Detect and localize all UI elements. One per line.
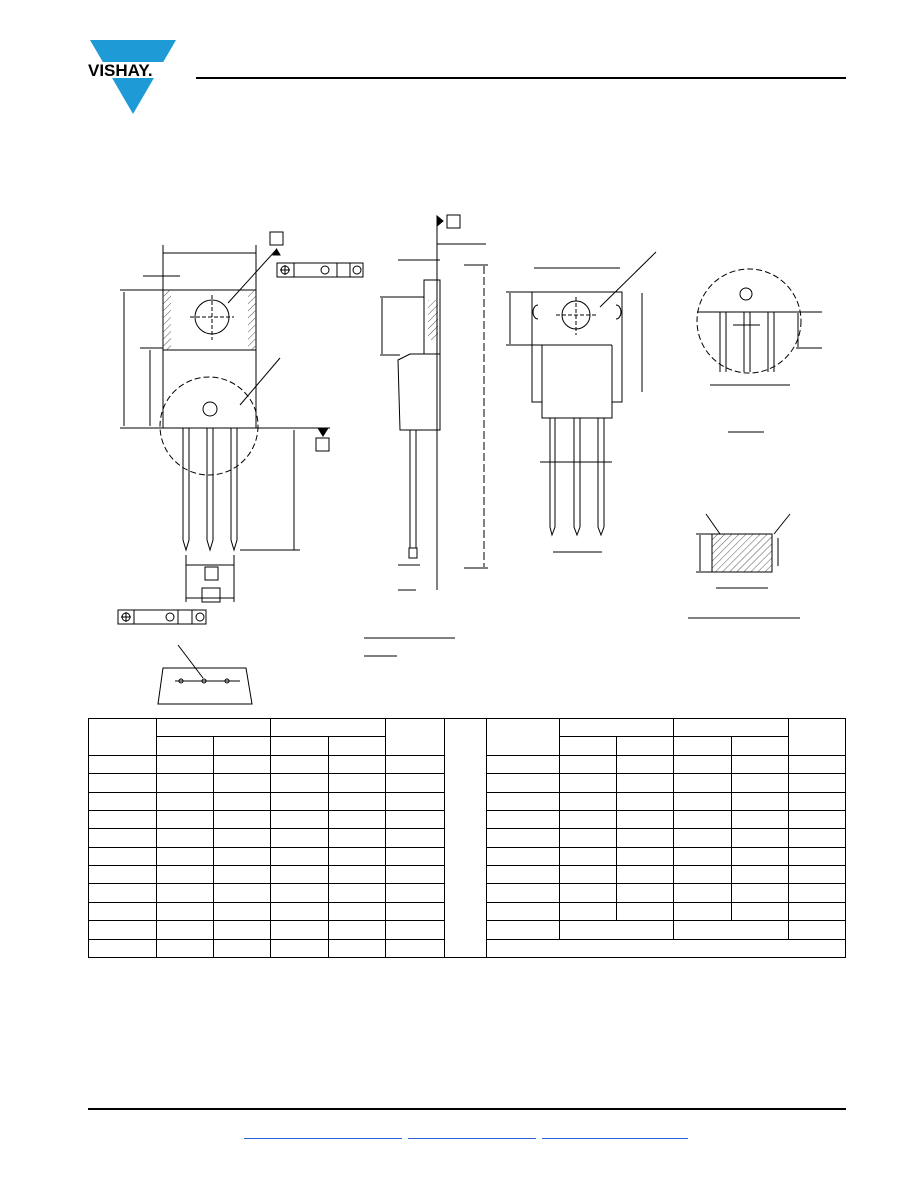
table-subheader-row <box>89 736 846 756</box>
footer-link-2[interactable] <box>408 1138 536 1139</box>
lead-bend-view <box>157 644 253 705</box>
footer-link-1[interactable] <box>244 1138 402 1139</box>
table-row <box>87 828 847 848</box>
footer-link-3[interactable] <box>542 1138 688 1139</box>
table-row <box>87 883 847 903</box>
section-view <box>688 513 800 619</box>
table-row <box>87 864 847 885</box>
back-view <box>506 251 657 553</box>
table-row <box>87 901 847 922</box>
table-row <box>87 846 847 867</box>
front-view <box>117 231 364 625</box>
detail-view <box>696 268 822 433</box>
package-outline-drawing <box>117 214 822 705</box>
dimension-table <box>87 717 847 958</box>
logo-wordmark: VISHAY. <box>88 61 153 80</box>
header-rule <box>196 77 846 79</box>
table-header-row <box>87 717 847 958</box>
table-row <box>87 754 847 775</box>
table-row <box>87 938 846 958</box>
table-row <box>87 791 847 811</box>
vishay-logo: VISHAY. <box>86 40 180 114</box>
table-row <box>87 920 847 940</box>
table-row <box>87 773 847 793</box>
table-row <box>87 809 847 830</box>
side-view <box>364 214 488 657</box>
footer-rule <box>88 1108 846 1110</box>
